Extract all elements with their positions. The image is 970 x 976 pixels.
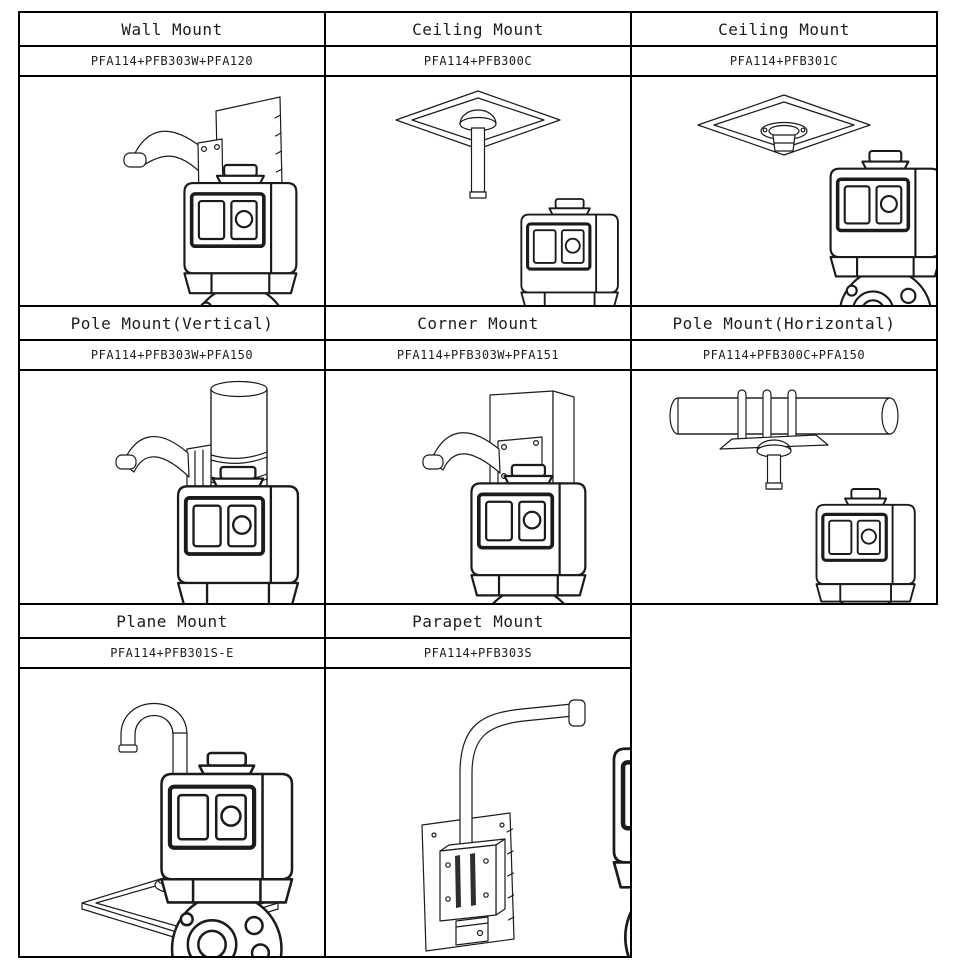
ptz-camera (815, 488, 916, 603)
table-row: Plane Mount PFA114+PFB301S-E (18, 603, 938, 958)
mount-part-numbers: PFA114+PFB301C (632, 47, 936, 77)
plane-mount-drawing (81, 703, 293, 956)
mount-part-numbers: PFA114+PFB303S (326, 639, 630, 669)
mount-cell-wall: Wall Mount PFA114+PFB303W+PFA120 (18, 11, 326, 307)
wall-mount-illustration (20, 77, 324, 305)
mount-cell-corner: Corner Mount PFA114+PFB303W+PFA151 (324, 305, 632, 605)
mount-title: Parapet Mount (326, 605, 630, 639)
ceiling-mount-compact-drawing (697, 94, 936, 305)
mount-cell-ceiling-pendant: Ceiling Mount PFA114+PFB300C (324, 11, 632, 307)
table-row: Wall Mount PFA114+PFB303W+PFA120 (18, 11, 938, 307)
pole-mount-vertical-illustration (20, 371, 324, 603)
parapet-mount-illustration (326, 669, 630, 956)
parapet-pole (459, 699, 586, 852)
mount-part-numbers: PFA114+PFB300C (326, 47, 630, 77)
bracket-block (439, 838, 506, 946)
corner-mount-illustration (326, 371, 630, 603)
pole-straps (737, 389, 797, 443)
mount-cell-pole-horizontal: Pole Mount(Horizontal) PFA114+PFB300C+PF… (630, 305, 938, 605)
pendant-pipe (459, 109, 497, 199)
mount-title: Wall Mount (20, 13, 324, 47)
wall-bracket-arm (422, 432, 501, 474)
mount-options-table: Wall Mount PFA114+PFB303W+PFA120 (18, 11, 938, 958)
ptz-camera (829, 150, 936, 305)
wall-bracket-arm (115, 436, 190, 478)
pendant-adapter (719, 434, 829, 490)
mount-part-numbers: PFA114+PFB303W+PFA120 (20, 47, 324, 77)
ptz-camera (613, 725, 630, 956)
ptz-camera (177, 466, 299, 603)
mount-part-numbers: PFA114+PFB300C+PFA150 (632, 341, 936, 371)
wall-mount-drawing (123, 96, 298, 305)
mount-title: Pole Mount(Horizontal) (632, 307, 936, 341)
mount-title: Ceiling Mount (326, 13, 630, 47)
ceiling-mount-pendant-illustration (326, 77, 630, 305)
ptz-camera (183, 164, 298, 305)
ceiling-adapter (760, 121, 808, 152)
pole-mount-vertical-drawing (115, 380, 299, 603)
mount-part-numbers: PFA114+PFB301S-E (20, 639, 324, 669)
corner-mount-drawing (422, 390, 587, 603)
ceiling-mount-compact-illustration (632, 77, 936, 305)
mount-title: Plane Mount (20, 605, 324, 639)
ptz-camera (520, 198, 619, 305)
horizontal-pole (669, 397, 899, 435)
pole-mount-horizontal-illustration (632, 371, 936, 603)
mount-cell-ceiling-compact: Ceiling Mount PFA114+PFB301C (630, 11, 938, 307)
mount-cell-plane: Plane Mount PFA114+PFB301S-E (18, 603, 326, 958)
table-row: Pole Mount(Vertical) PFA114+PFB303W+PFA1… (18, 305, 938, 605)
ceiling-mount-pendant-drawing (395, 90, 619, 305)
ptz-camera (470, 464, 587, 603)
parapet-mount-drawing (421, 699, 630, 956)
mount-part-numbers: PFA114+PFB303W+PFA151 (326, 341, 630, 371)
plane-mount-illustration (20, 669, 324, 956)
mount-title: Pole Mount(Vertical) (20, 307, 324, 341)
ptz-camera (160, 752, 293, 956)
mount-title: Corner Mount (326, 307, 630, 341)
pole-mount-horizontal-drawing (669, 389, 916, 603)
mount-cell-pole-vertical: Pole Mount(Vertical) PFA114+PFB303W+PFA1… (18, 305, 326, 605)
mount-title: Ceiling Mount (632, 13, 936, 47)
mount-part-numbers: PFA114+PFB303W+PFA150 (20, 341, 324, 371)
mount-cell-parapet: Parapet Mount PFA114+PFB303S (324, 603, 632, 958)
